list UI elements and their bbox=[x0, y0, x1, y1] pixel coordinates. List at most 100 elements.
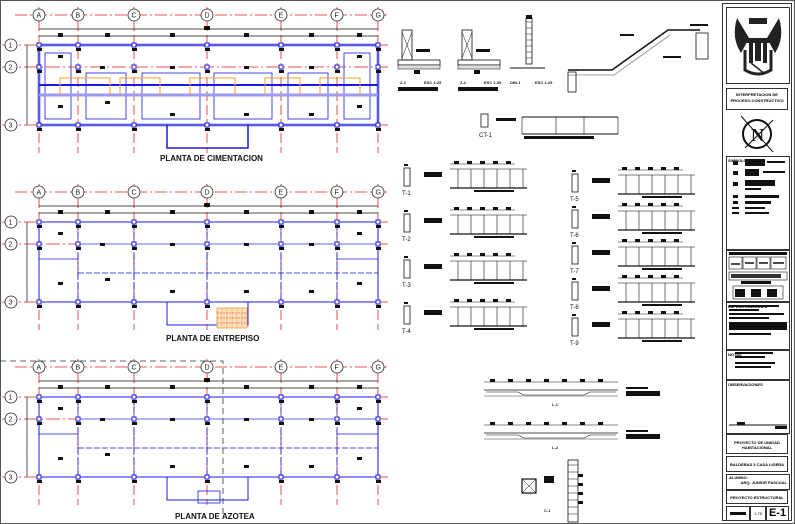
axis-label-G: G bbox=[376, 13, 381, 20]
column-label: C-1 bbox=[544, 508, 551, 513]
row-bubble-2 bbox=[4, 60, 18, 74]
axis-bubble-G bbox=[371, 8, 385, 22]
annotation bbox=[474, 328, 514, 330]
axis-label-B: B bbox=[76, 190, 81, 197]
beam-detail-t-9: T-9 bbox=[570, 311, 695, 347]
axis-bubble-A bbox=[32, 185, 46, 199]
axis-bubble-B bbox=[71, 185, 85, 199]
column bbox=[334, 299, 340, 305]
annotation bbox=[424, 218, 442, 223]
column bbox=[278, 241, 284, 247]
column bbox=[375, 219, 381, 225]
axis-label-B: B bbox=[76, 365, 81, 372]
column-tag bbox=[76, 247, 81, 250]
annotation bbox=[544, 379, 549, 382]
column-tag bbox=[76, 70, 81, 73]
footing-slab bbox=[457, 59, 501, 66]
column-tag bbox=[205, 480, 210, 483]
element-tag bbox=[309, 243, 314, 246]
element-tag bbox=[244, 290, 249, 293]
annotation bbox=[661, 275, 666, 278]
column-tag bbox=[205, 48, 210, 51]
annotation bbox=[690, 24, 708, 26]
column bbox=[131, 64, 137, 70]
annotation bbox=[424, 310, 442, 315]
annotation bbox=[635, 167, 640, 170]
column bbox=[204, 394, 210, 400]
annotation bbox=[642, 304, 682, 306]
column-tag bbox=[132, 48, 137, 51]
column bbox=[36, 299, 42, 305]
element-tag bbox=[100, 243, 105, 246]
institution-label: INTERPRETACION DE PROCESO CONSTRUCTIVO bbox=[726, 88, 788, 110]
axis-label-A: A bbox=[37, 13, 42, 20]
plan-title-entrepiso: PLANTA DE ENTREPISO bbox=[166, 334, 260, 343]
annotation bbox=[642, 268, 682, 270]
footer-bar bbox=[726, 506, 750, 521]
axis-label-E: E bbox=[279, 365, 284, 372]
roof-opening bbox=[197, 490, 221, 504]
stair-rebar bbox=[568, 34, 671, 76]
axis-bubble-A bbox=[32, 8, 46, 22]
axis-bubble-F bbox=[330, 8, 344, 22]
column bbox=[278, 474, 284, 480]
legend-panel: SIMBOLOGIA bbox=[726, 156, 790, 250]
annotation bbox=[454, 161, 459, 164]
element-tag bbox=[244, 243, 249, 246]
plan-outline bbox=[38, 221, 379, 303]
annotation bbox=[480, 161, 485, 164]
annotation bbox=[661, 203, 666, 206]
notes-panel: NOTAS bbox=[726, 350, 790, 380]
column bbox=[131, 241, 137, 247]
annotation bbox=[506, 161, 511, 164]
row-label-1: 1 bbox=[9, 220, 13, 227]
dimension-tag bbox=[58, 33, 63, 37]
element-tag bbox=[170, 418, 175, 421]
sheet-description: BALDERAS 3 CASA LIGERA bbox=[726, 456, 788, 472]
beam-detail-t-6: T-6 bbox=[570, 203, 695, 239]
column-tag bbox=[76, 400, 81, 403]
stair-footing bbox=[567, 71, 577, 93]
column-tag bbox=[37, 480, 42, 483]
column bbox=[334, 64, 340, 70]
author-name: ARQ. JUNIOR PASCUAL bbox=[740, 480, 787, 485]
column bbox=[204, 42, 210, 48]
row-bubble-1 bbox=[4, 38, 18, 52]
annotation bbox=[544, 422, 549, 425]
column-cross bbox=[521, 478, 537, 494]
column bbox=[204, 474, 210, 480]
column-tag bbox=[37, 70, 42, 73]
element-tag bbox=[170, 243, 175, 246]
row-bubble-3 bbox=[4, 295, 18, 309]
column-tag bbox=[37, 48, 42, 51]
annotation bbox=[635, 239, 640, 242]
annotation bbox=[626, 430, 648, 432]
rebar-detail bbox=[189, 77, 236, 95]
column-tag bbox=[205, 247, 210, 250]
axis-bubble-D bbox=[200, 8, 214, 22]
rebar-detail bbox=[119, 77, 161, 95]
annotation bbox=[674, 203, 679, 206]
column bbox=[36, 42, 42, 48]
column-tag bbox=[205, 70, 210, 73]
element-tag bbox=[244, 418, 249, 421]
column-tag bbox=[37, 305, 42, 308]
axis-label-D: D bbox=[205, 190, 210, 197]
axis-bubble-C bbox=[127, 8, 141, 22]
annotation bbox=[578, 483, 583, 486]
observations-title: OBSERVACIONES bbox=[728, 382, 763, 387]
dimension-tag bbox=[357, 385, 362, 389]
annotation bbox=[592, 286, 610, 291]
footing-base bbox=[397, 64, 441, 70]
axis-bubble-G bbox=[371, 360, 385, 374]
annotation bbox=[674, 311, 679, 314]
dimension-tag bbox=[58, 210, 63, 214]
column bbox=[375, 64, 381, 70]
slab-label: L-1 bbox=[552, 402, 559, 407]
annotation bbox=[642, 196, 682, 198]
column-tag bbox=[335, 400, 340, 403]
stair-outline bbox=[166, 302, 249, 326]
